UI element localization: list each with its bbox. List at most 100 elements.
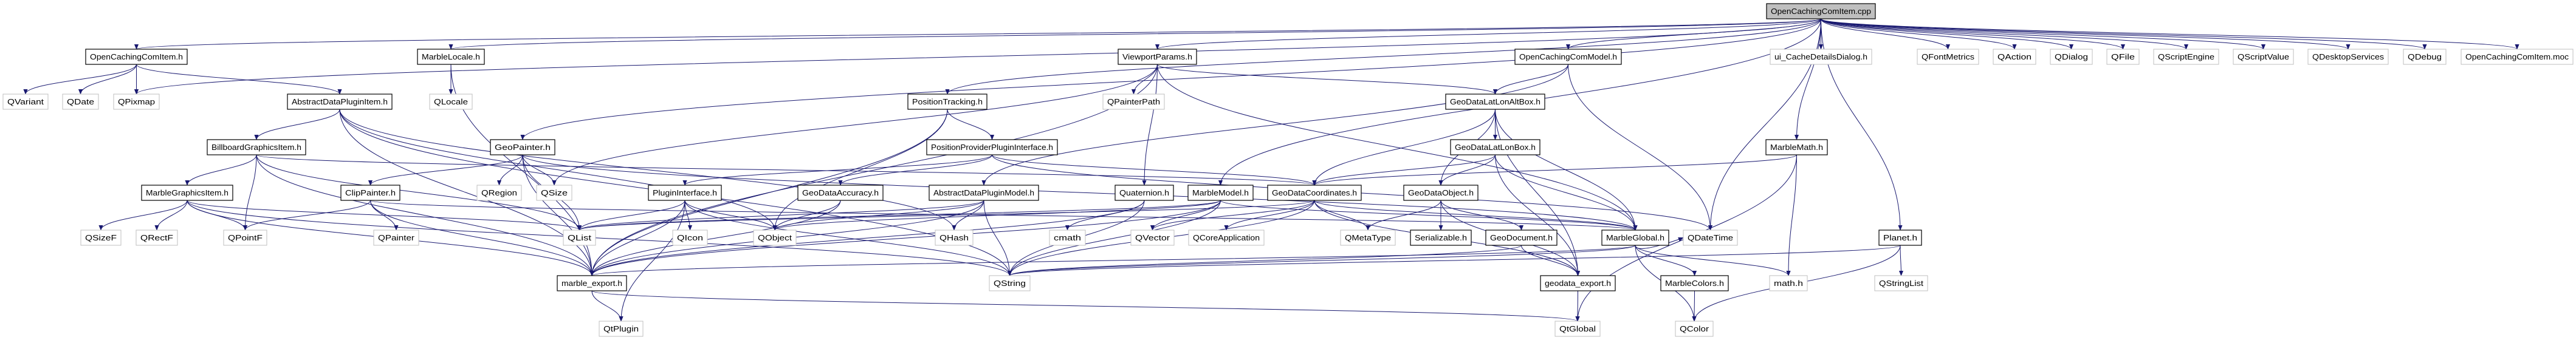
edge-geopainter-h-to-marble-export-h: [522, 154, 594, 276]
node-box: [1874, 275, 1928, 291]
node-box: [563, 229, 596, 246]
node-geopainter-h[interactable]: GeoPainter.h: [490, 139, 555, 155]
node-box: [1514, 49, 1622, 65]
edge-billboardgraphicsitem-h-to-marblegraphicsitem-h: [185, 154, 257, 186]
edge-marbleglobal-h-to-qstring: [1008, 245, 1636, 276]
node-qscriptvalue: QScriptValue: [2233, 49, 2294, 65]
node-marble-export-h[interactable]: marble_export.h: [557, 275, 627, 291]
node-qvector: QVector: [1130, 229, 1175, 246]
node-label: GeoDataObject.h: [1408, 188, 1474, 197]
edges-layer: [23, 18, 2519, 322]
node-label: QDateTime: [1688, 233, 1733, 242]
node-planet-h[interactable]: Planet.h: [1878, 229, 1922, 246]
node-marblemath-h[interactable]: MarbleMath.h: [1765, 139, 1828, 155]
edge-billboardgraphicsitem-h-to-qpointf: [242, 154, 257, 231]
node-billboardgraphicsitem-h[interactable]: BillboardGraphicsItem.h: [207, 139, 306, 155]
edge-geodatacoordinates-h-to-qmetatype: [1314, 200, 1370, 231]
node-label: QPixmap: [118, 97, 155, 106]
edge-opencachingcomitem-cpp-to-qscriptvalue: [1821, 18, 2265, 50]
node-marblemodel-h[interactable]: MarbleModel.h: [1187, 185, 1254, 201]
node-marblecolors-h[interactable]: MarbleColors.h: [1660, 275, 1729, 291]
node-box: [926, 139, 1058, 155]
node-plugininterface-h[interactable]: PluginInterface.h: [648, 185, 722, 201]
nodes-layer: OpenCachingComItem.cppOpenCachingComItem…: [2, 3, 2574, 337]
node-marblelocale-h[interactable]: MarbleLocale.h: [417, 49, 485, 65]
node-box: [417, 49, 485, 65]
node-label: Planet.h: [1883, 233, 1917, 242]
node-box: [1267, 185, 1362, 201]
node-label: QAction: [1997, 52, 2032, 61]
edge-positiontracking-h-to-positionproviderplugininterface-h: [947, 109, 995, 140]
node-marblegraphicsitem-h[interactable]: MarbleGraphicsItem.h: [141, 185, 233, 201]
node-label: QColor: [1680, 324, 1709, 333]
node-quaternion-h[interactable]: Quaternion.h: [1115, 185, 1174, 201]
node-box: [1450, 139, 1540, 155]
node-label: QtGlobal: [1559, 324, 1596, 333]
node-label: QCoreApplication: [1193, 233, 1260, 242]
node-positiontracking-h[interactable]: PositionTracking.h: [907, 93, 987, 110]
node-opencachingcomitem-cpp[interactable]: OpenCachingComItem.cpp: [1766, 3, 1876, 19]
node-geodata-export-h[interactable]: geodata_export.h: [1540, 275, 1616, 291]
edge-opencachingcomitem-cpp-to-viewportparams-h: [1155, 18, 1821, 50]
edge-opencachingcomitem-cpp-to-positiontracking-h: [945, 18, 1821, 95]
node-qpointf: QPointF: [223, 229, 267, 246]
node-cmath: cmath: [1049, 229, 1086, 246]
node-box: [2403, 49, 2447, 65]
edge-planet-h-to-qstringlist: [1898, 245, 1904, 276]
edge-abstractdatapluginitem-h-to-marble-export-h: [339, 109, 594, 276]
node-box: [1675, 321, 1714, 337]
node-box: [1554, 321, 1601, 337]
node-box: [1878, 229, 1922, 246]
node-label: QScriptValue: [2238, 52, 2289, 61]
node-opencachingcomitem-h[interactable]: OpenCachingComItem.h: [85, 49, 188, 65]
node-box: [797, 185, 884, 201]
node-geodataobject-h[interactable]: GeoDataObject.h: [1403, 185, 1479, 201]
node-box: [85, 49, 188, 65]
node-geodatacoordinates-h[interactable]: GeoDataCoordinates.h: [1267, 185, 1362, 201]
node-label: QScriptEngine: [2158, 52, 2214, 61]
node-qregion: QRegion: [476, 185, 522, 201]
edge-opencachingcommodel-h-to-qdatetime: [1568, 64, 1713, 231]
node-label: MarbleModel.h: [1192, 188, 1249, 197]
node-serializable-h[interactable]: Serializable.h: [1410, 229, 1472, 246]
node-qdate: QDate: [62, 93, 99, 110]
edge-opencachingcomitem-cpp-to-qdebug: [1821, 18, 2427, 50]
node-qdialog: QDialog: [2050, 49, 2093, 65]
edge-clippainter-h-to-qpointf: [242, 200, 371, 231]
node-geodatalatlonbox-h[interactable]: GeoDataLatLonBox.h: [1450, 139, 1540, 155]
node-geodatalatlonaltbox-h[interactable]: GeoDataLatLonAltBox.h: [1445, 93, 1545, 110]
node-geodocument-h[interactable]: GeoDocument.h: [1485, 229, 1558, 246]
node-geodataaccuracy-h[interactable]: GeoDataAccuracy.h: [797, 185, 884, 201]
node-qobject: QObject: [753, 229, 797, 246]
node-opencachingcommodel-h[interactable]: OpenCachingComModel.h: [1514, 49, 1622, 65]
node-box: [1188, 229, 1265, 246]
node-positionproviderplugininterface-h[interactable]: PositionProviderPluginInterface.h: [926, 139, 1058, 155]
edge-plugininterface-h-to-qobject: [684, 200, 777, 231]
node-qstringlist: QStringList: [1874, 275, 1928, 291]
edge-quaternion-h-to-marble-export-h: [589, 200, 1145, 276]
edge-opencachingcommodel-h-to-abstractdatapluginmodel-h: [981, 64, 1568, 186]
node-label: GeoDataAccuracy.h: [802, 188, 879, 197]
node-qstring: QString: [989, 275, 1031, 291]
node-box: [2153, 49, 2219, 65]
node-clippainter-h[interactable]: ClipPainter.h: [340, 185, 400, 201]
node-abstractdatapluginitem-h[interactable]: AbstractDataPluginItem.h: [287, 93, 393, 110]
node-label: QVector: [1135, 233, 1170, 242]
edge-opencachingcomitem-cpp-to-qdialog: [1821, 18, 2073, 50]
node-abstractdatapluginmodel-h[interactable]: AbstractDataPluginModel.h: [929, 185, 1039, 201]
edge-marble-export-h-to-qtplugin: [591, 290, 623, 322]
node-marbleglobal-h[interactable]: MarbleGlobal.h: [1601, 229, 1669, 246]
node-viewportparams-h[interactable]: ViewportParams.h: [1118, 49, 1197, 65]
node-box: [2233, 49, 2294, 65]
edge-geopainter-h-to-qregion: [496, 154, 523, 186]
node-label: OpenCachingComItem.moc: [2465, 52, 2569, 61]
node-label: QtPlugin: [603, 324, 639, 333]
node-label: OpenCachingComModel.h: [1519, 52, 1617, 61]
edge-viewportparams-h-to-qsize: [552, 64, 1158, 186]
node-box: [1445, 93, 1545, 110]
edge-abstractdatapluginitem-h-to-qhash: [339, 109, 957, 231]
node-qlist: QList: [563, 229, 596, 246]
node-box: [2461, 49, 2574, 65]
node-label: QDialog: [2055, 52, 2088, 61]
node-label: Serializable.h: [1415, 233, 1467, 242]
